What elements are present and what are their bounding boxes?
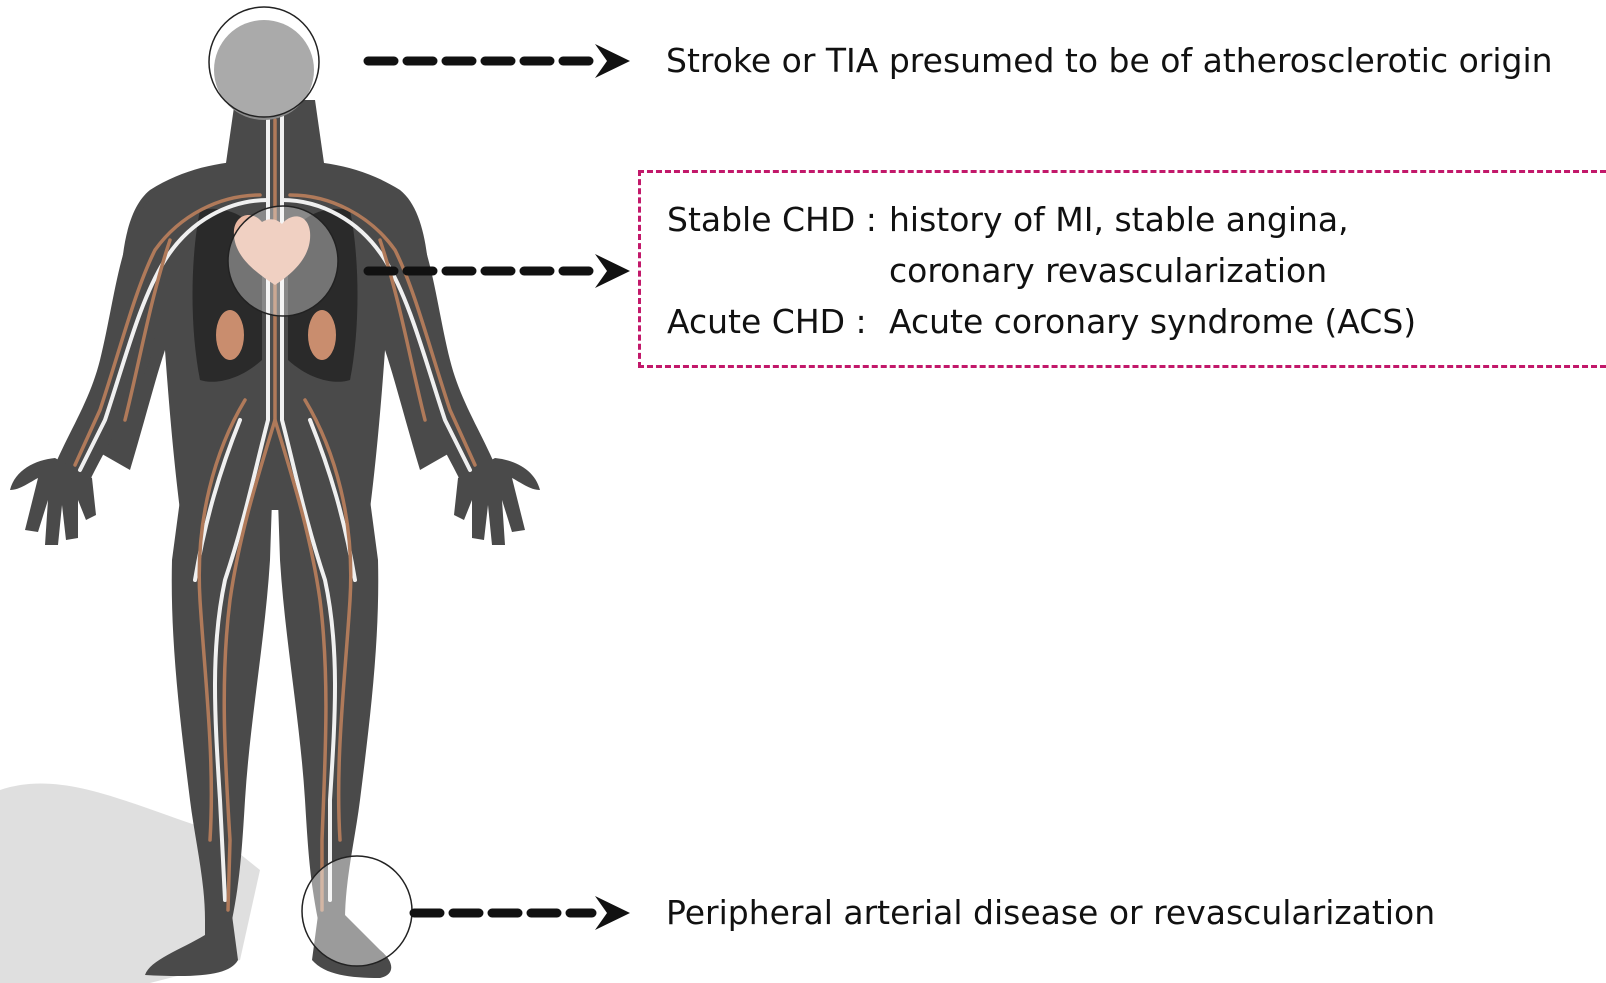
heart-highlight-circle bbox=[228, 206, 338, 316]
chd-row-text: coronary revascularization bbox=[889, 251, 1327, 290]
peripheral-arterial-label: Peripheral arterial disease or revascula… bbox=[666, 896, 1435, 929]
chd-row-acute: Acute CHD :Acute coronary syndrome (ACS) bbox=[667, 302, 1416, 341]
head-arrowhead bbox=[595, 44, 630, 78]
arrowheads bbox=[595, 44, 630, 930]
leg-highlight-circle bbox=[302, 856, 412, 966]
chd-row-stable-cont: coronary revascularization bbox=[667, 251, 1327, 290]
chd-row-text: Acute coronary syndrome (ACS) bbox=[889, 302, 1416, 341]
chd-row-label: Stable CHD : bbox=[667, 200, 889, 239]
heart-arrowhead bbox=[595, 254, 630, 288]
chd-box: Stable CHD :history of MI, stable angina… bbox=[638, 170, 1606, 368]
leg-arrowhead bbox=[595, 896, 630, 930]
chd-row-label: Acute CHD : bbox=[667, 302, 889, 341]
stroke-tia-label: Stroke or TIA presumed to be of atherosc… bbox=[666, 44, 1553, 77]
chd-row-stable: Stable CHD :history of MI, stable angina… bbox=[667, 200, 1349, 239]
head-highlight-circle bbox=[209, 7, 319, 117]
chd-row-text: history of MI, stable angina, bbox=[889, 200, 1349, 239]
